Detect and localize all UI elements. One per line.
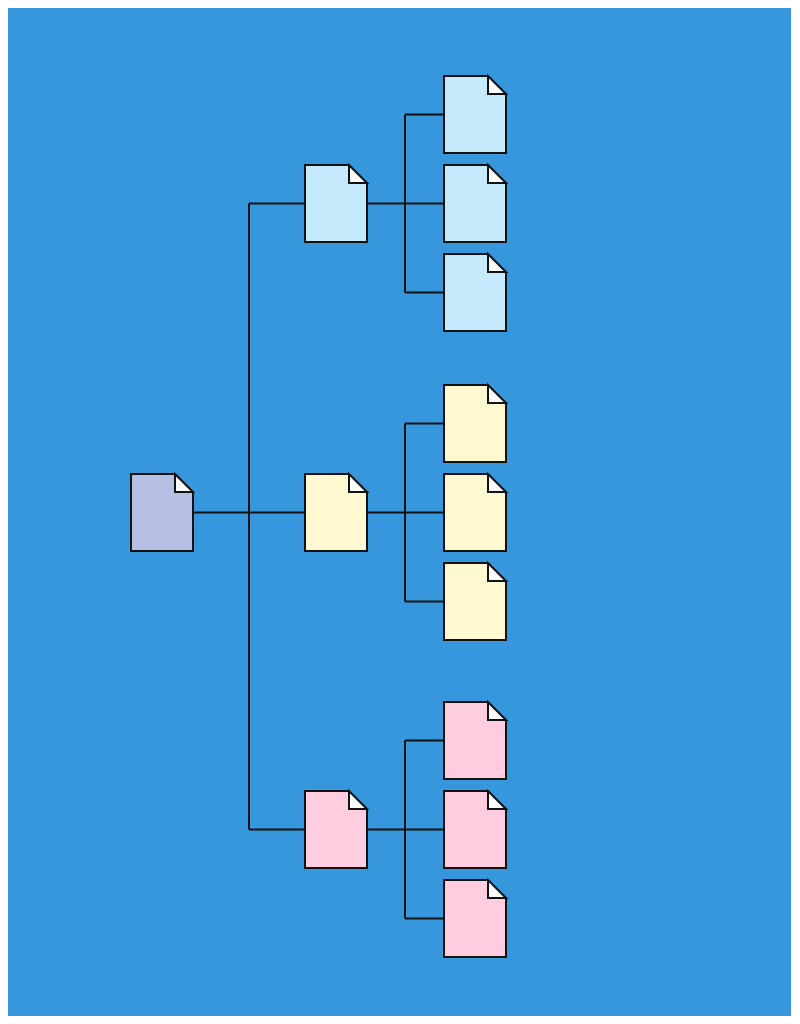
document-body (304, 164, 368, 243)
leaf-document-icon (443, 471, 509, 552)
document-nodes (130, 73, 509, 958)
document-body (130, 473, 194, 552)
document-body (304, 473, 368, 552)
document-body (443, 790, 507, 869)
branch-document-icon (304, 471, 370, 552)
document-fold-corner (487, 471, 509, 493)
document-body (443, 562, 507, 641)
document-body (443, 75, 507, 154)
leaf-document-icon (443, 877, 509, 958)
document-body (443, 473, 507, 552)
document-fold-corner (174, 471, 196, 493)
document-fold-corner (348, 162, 370, 184)
document-body (443, 879, 507, 958)
document-body (443, 701, 507, 780)
document-body (443, 253, 507, 332)
document-fold-corner (487, 382, 509, 404)
leaf-document-icon (443, 73, 509, 154)
leaf-document-icon (443, 788, 509, 869)
leaf-document-icon (443, 382, 509, 463)
leaf-document-icon (443, 162, 509, 243)
document-body (304, 790, 368, 869)
document-fold-corner (348, 471, 370, 493)
document-body (443, 164, 507, 243)
document-fold-corner (487, 251, 509, 273)
leaf-document-icon (443, 251, 509, 332)
leaf-document-icon (443, 699, 509, 780)
document-fold-corner (487, 877, 509, 899)
document-body (443, 384, 507, 463)
leaf-document-icon (443, 560, 509, 641)
document-fold-corner (487, 699, 509, 721)
branch-document-icon (304, 788, 370, 869)
branch-document-icon (304, 162, 370, 243)
document-fold-corner (348, 788, 370, 810)
document-fold-corner (487, 162, 509, 184)
connector-lines (193, 113, 444, 920)
document-fold-corner (487, 788, 509, 810)
document-fold-corner (487, 560, 509, 582)
root-document-icon (130, 471, 196, 552)
document-fold-corner (487, 73, 509, 95)
